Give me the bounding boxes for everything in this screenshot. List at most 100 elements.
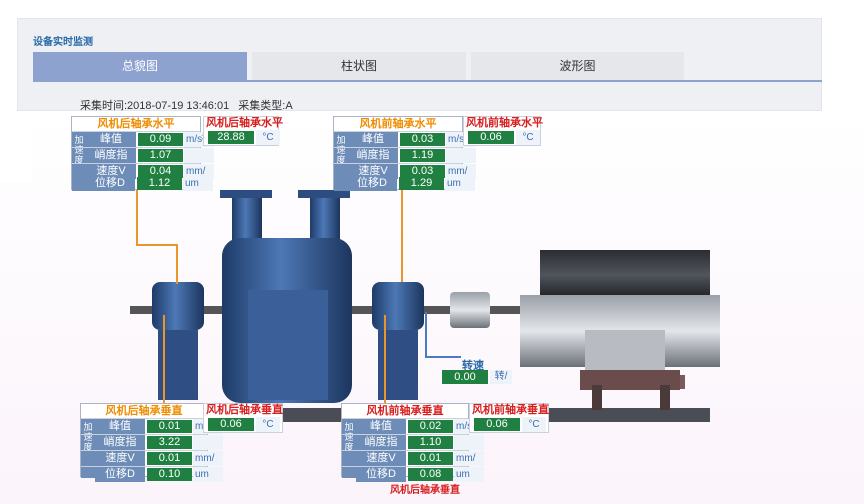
tab-waveform[interactable]: 波形图 <box>471 52 684 80</box>
temp-value: 0.06 <box>468 131 514 144</box>
motor-stand-right <box>660 385 670 410</box>
metric-value: 1.10 <box>408 436 453 449</box>
panel-title: 风机后轴承垂直 <box>81 404 207 418</box>
metric-label: 峰值 <box>348 132 398 147</box>
speed-unit: 转/ <box>490 370 512 384</box>
fan-flange-left <box>220 190 272 198</box>
acceleration-label: 加速度 <box>81 418 95 478</box>
metric-unit: um <box>445 176 475 191</box>
metric-label: 峰值 <box>86 132 136 147</box>
metric-value: 0.03 <box>400 165 445 178</box>
metric-value: 0.09 <box>138 133 183 146</box>
fan-inlet-right <box>310 195 340 240</box>
acceleration-label: 加速度 <box>72 131 86 191</box>
metric-unit <box>446 148 476 163</box>
metric-label: 峭度指 <box>86 148 136 163</box>
metric-value: 0.01 <box>147 420 192 433</box>
tab-overview[interactable]: 总貌图 <box>33 52 247 80</box>
metric-label: 峭度指 <box>356 435 406 450</box>
metric-label: 速度V <box>86 164 136 179</box>
acceleration-label: 加速度 <box>342 418 356 478</box>
metric-label: 峰值 <box>356 419 406 434</box>
metric-label: 位移D <box>356 467 406 482</box>
metric-label: 速度V <box>356 451 406 466</box>
connector-rear-h-v2 <box>176 244 178 284</box>
acceleration-label: 加速度 <box>334 131 348 191</box>
motor-terminal-box <box>585 330 665 372</box>
metric-label: 速度V <box>348 164 398 179</box>
metric-value: 1.19 <box>400 149 445 162</box>
temp-title: 风机后轴承垂直 <box>206 404 283 416</box>
metric-unit <box>184 148 214 163</box>
metric-value: 0.01 <box>408 452 453 465</box>
scene-mask <box>0 112 33 182</box>
rear-bearing-housing <box>152 282 204 330</box>
fan-flange-right <box>298 190 350 198</box>
metric-value: 3.22 <box>147 436 192 449</box>
temp-unit: °C <box>256 130 280 145</box>
metric-value: 0.03 <box>400 133 445 146</box>
metric-label: 位移D <box>347 176 397 191</box>
metric-value: 0.04 <box>138 165 183 178</box>
collect-info: 采集时间:2018-07-19 13:46:01 采集类型:A <box>80 97 299 113</box>
temp-title: 风机前轴承垂直 <box>472 404 549 416</box>
metric-value: 1.12 <box>137 177 182 190</box>
tab-bar: 总貌图 柱状图 波形图 <box>33 52 822 80</box>
rear-bearing-horizontal-temp: 风机后轴承水平 28.88°C <box>203 116 283 146</box>
motor-top <box>540 250 710 300</box>
panel-title: 风机后轴承水平 <box>72 117 200 131</box>
connector-front-v <box>384 315 386 405</box>
temp-value: 28.88 <box>208 131 254 144</box>
page-title: 设备实时监测 <box>33 37 93 48</box>
panel-title: 风机前轴承水平 <box>334 117 462 131</box>
metric-row: 峰值0.01m/s² <box>81 418 223 434</box>
metric-value: 0.02 <box>408 420 453 433</box>
connector-rear-v <box>163 315 165 405</box>
connector-rear-h <box>136 190 138 245</box>
metric-unit: mm/ <box>454 451 484 466</box>
temp-value: 0.06 <box>208 418 254 431</box>
temp-unit: °C <box>522 417 546 432</box>
collect-type: 采集类型:A <box>238 100 293 112</box>
fan-inlet-left <box>232 195 262 240</box>
metric-unit <box>193 435 223 450</box>
temp-title: 风机前轴承水平 <box>466 117 543 129</box>
metric-unit: mm/ <box>184 164 214 179</box>
temp-title: 风机后轴承水平 <box>206 117 283 129</box>
metric-label: 位移D <box>85 176 135 191</box>
metric-value: 0.01 <box>147 452 192 465</box>
connector-rear-h-h <box>136 244 176 246</box>
motor-stand-left <box>592 385 602 410</box>
tab-bar-chart[interactable]: 柱状图 <box>252 52 466 80</box>
metric-value: 0.10 <box>147 468 192 481</box>
metric-value: 0.08 <box>408 468 453 481</box>
temp-unit: °C <box>256 417 280 432</box>
coupling <box>450 292 490 328</box>
front-bearing-housing <box>372 282 424 330</box>
partial-label: 风机后轴承垂直 <box>390 485 460 496</box>
metric-unit: mm/ <box>446 164 476 179</box>
metric-unit: um <box>454 467 484 482</box>
metric-unit <box>454 435 484 450</box>
fan-casing-detail <box>248 290 328 400</box>
front-bearing-horizontal-temp: 风机前轴承水平 0.06°C <box>463 116 543 146</box>
